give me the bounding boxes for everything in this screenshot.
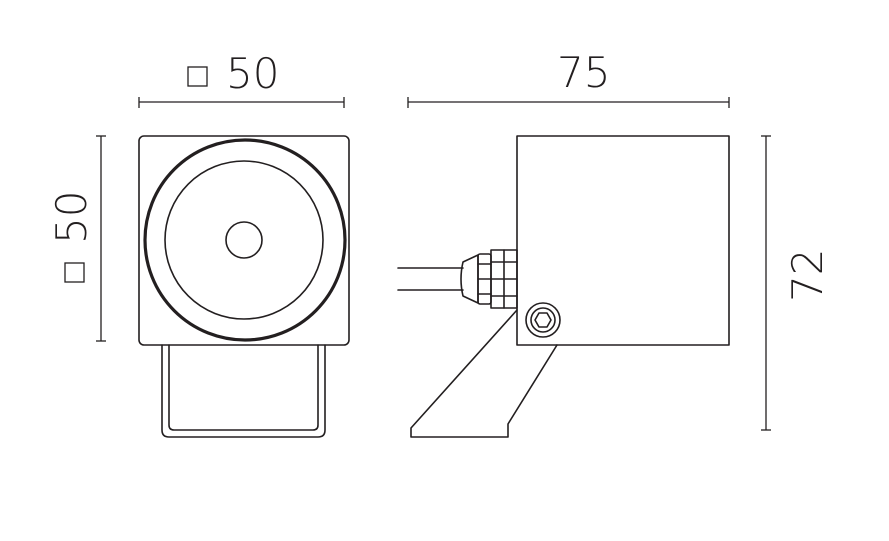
front-lens bbox=[164, 160, 324, 320]
front-width-dimension-line bbox=[138, 97, 345, 108]
front-height-value: 50 bbox=[47, 191, 96, 244]
square-symbol-icon bbox=[187, 66, 208, 87]
hex-screw-icon bbox=[525, 302, 561, 338]
side-bracket bbox=[410, 309, 558, 438]
side-height-dimension-line bbox=[761, 135, 771, 431]
side-cable-gland bbox=[460, 249, 518, 309]
front-bezel-ring bbox=[143, 138, 347, 342]
side-cable bbox=[397, 267, 464, 291]
front-housing bbox=[138, 135, 350, 346]
front-led bbox=[225, 221, 263, 259]
square-symbol-icon bbox=[64, 262, 85, 283]
front-height-label: 50 bbox=[47, 191, 96, 283]
front-width-label: 50 bbox=[187, 49, 279, 98]
front-bracket bbox=[161, 344, 326, 438]
side-housing bbox=[516, 135, 730, 346]
side-height-value: 72 bbox=[783, 249, 832, 302]
side-view: 75 72 bbox=[397, 48, 832, 438]
front-height-dimension-line bbox=[96, 135, 106, 342]
side-length-dimension-line bbox=[407, 97, 730, 108]
front-view: 50 50 bbox=[47, 49, 350, 438]
front-width-value: 50 bbox=[226, 49, 279, 98]
side-length-value: 75 bbox=[557, 48, 610, 97]
